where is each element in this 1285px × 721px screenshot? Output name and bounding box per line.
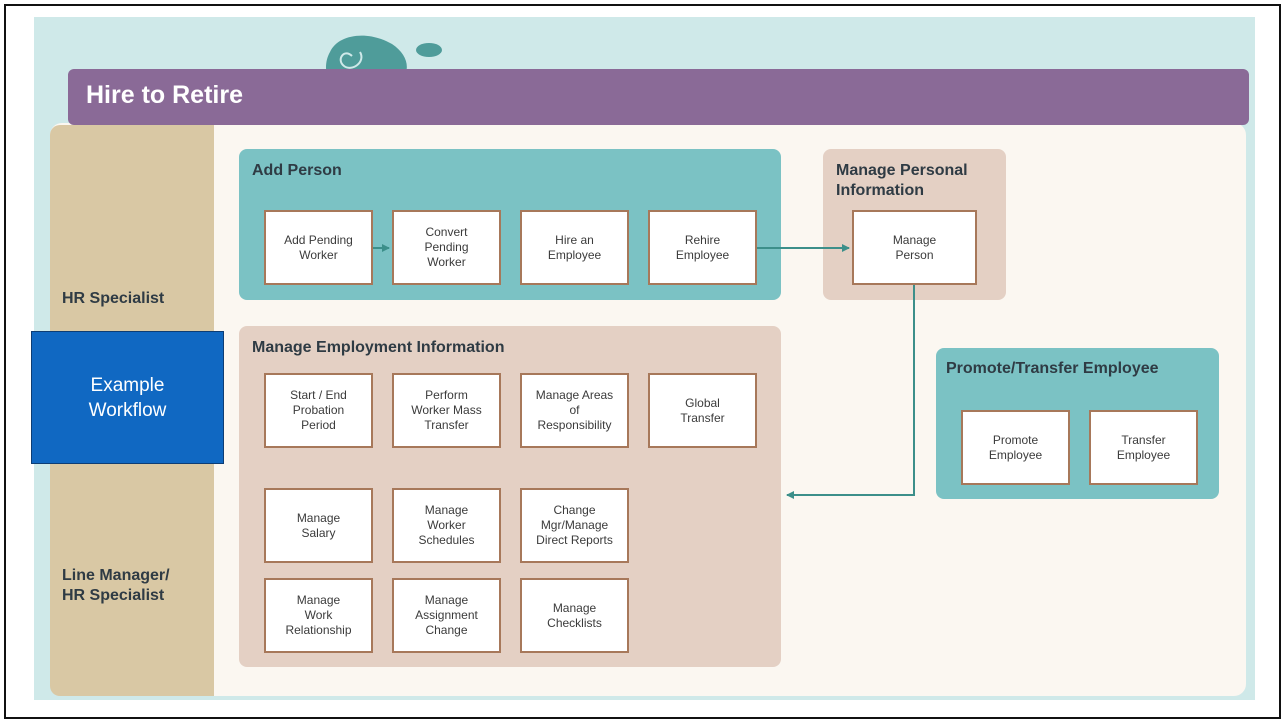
box-line: Manage Areas (535, 388, 614, 402)
box-line: Worker (299, 247, 338, 262)
group-title-line: Manage Personal (836, 162, 968, 179)
box-line: Work (304, 608, 333, 622)
box-line: Global (685, 395, 720, 410)
page-title: Hire to Retire (86, 81, 243, 109)
box-line: Manage (552, 600, 597, 615)
box-line: Change (553, 503, 596, 517)
box-line: Period (301, 418, 336, 432)
example-line: Workflow (88, 399, 167, 421)
box-line: Employee (988, 447, 1043, 462)
box-line: Promote (992, 432, 1039, 447)
box-line: Worker (427, 518, 466, 532)
box-line: Assignment (415, 608, 478, 622)
box-line: of (569, 403, 580, 417)
role-hr-specialist: HR Specialist (62, 290, 165, 307)
box-line: Add Pending (284, 232, 353, 247)
box-line: Relationship (285, 623, 352, 637)
group-promote-transfer-title: Promote/Transfer Employee (946, 360, 1159, 377)
box-line: Schedules (418, 533, 475, 547)
box-line: Manage (892, 232, 937, 247)
box-line: Manage (296, 593, 341, 607)
group-manage-employment-title: Manage Employment Information (252, 339, 505, 356)
box-line: Mgr/Manage (540, 518, 609, 532)
box-line: Manage (424, 503, 469, 517)
box-line: Rehire (684, 232, 721, 247)
example-line: Example (90, 374, 165, 396)
role-line-manager-line1: Line Manager/ (62, 567, 170, 584)
box-line: Start / End (290, 388, 347, 402)
box-line: Responsibility (537, 418, 612, 432)
box-line: Manage (424, 593, 469, 607)
group-title-line: Information (836, 182, 924, 199)
box-line: Worker (427, 255, 466, 269)
box-line: Manage (296, 510, 341, 525)
group-add-person-title: Add Person (252, 162, 342, 179)
box-line: Change (425, 623, 468, 637)
box-line: Employee (1116, 447, 1171, 462)
box-line: Checklists (547, 615, 602, 630)
box-line: Person (895, 247, 934, 262)
group-manage-personal-title: Manage Personal Information (836, 161, 968, 201)
box-line: Transfer (424, 418, 469, 432)
box-line: Transfer (680, 410, 725, 425)
box-line: Probation (292, 403, 345, 417)
box-line: Salary (301, 525, 336, 540)
box-line: Employee (675, 247, 730, 262)
role-line-manager: Line Manager/ HR Specialist (62, 566, 170, 606)
box-line: Hire an (555, 232, 594, 247)
box-line: Pending (424, 240, 469, 254)
title-banner: Hire to Retire (68, 69, 1249, 125)
box-line: Direct Reports (536, 533, 613, 547)
box-line: Employee (547, 247, 602, 262)
box-line: Convert (425, 225, 468, 239)
box-line: Worker Mass (411, 403, 482, 417)
box-line: Perform (425, 388, 468, 402)
arrow-manage-person-to-employment (786, 285, 915, 499)
box-line: Transfer (1121, 432, 1166, 447)
role-line-manager-line2: HR Specialist (62, 587, 165, 604)
